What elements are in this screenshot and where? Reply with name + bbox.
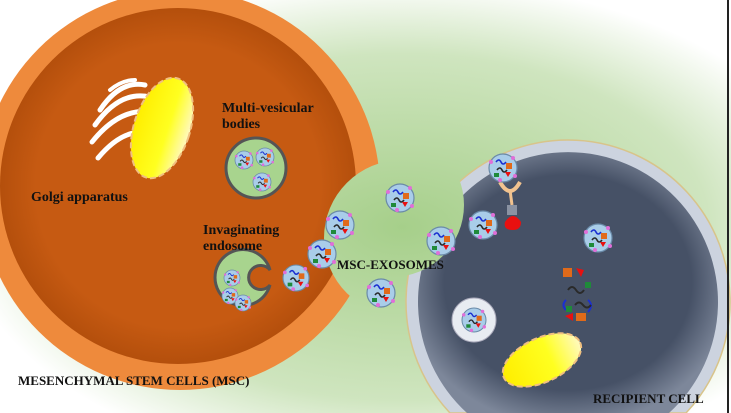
- exosome: [366, 278, 396, 308]
- exosome: [325, 210, 355, 240]
- exosome: [223, 269, 241, 287]
- exosome: [468, 210, 498, 240]
- exosome: [255, 147, 275, 167]
- label-golgi: Golgi apparatus: [31, 190, 128, 205]
- recipient-nucleus: [501, 332, 583, 388]
- msc-cell: [0, 0, 380, 390]
- frame-edge: [727, 0, 729, 413]
- msc-nucleus: [129, 76, 195, 180]
- label-mvb: Multi-vesicular bodies: [222, 101, 314, 132]
- exosome: [282, 264, 310, 292]
- label-msc-exosomes: MSC-EXOSOMES: [337, 257, 444, 272]
- label-invaginating-endosome: Invaginating endosome: [203, 223, 280, 254]
- exosomes: [221, 147, 613, 333]
- exosome: [307, 239, 337, 269]
- exosome: [583, 223, 613, 253]
- exosome: [488, 153, 518, 183]
- receptor: [498, 180, 522, 230]
- label-msc: MESENCHYMAL STEM CELLS (MSC): [18, 373, 250, 388]
- exosome: [234, 294, 252, 312]
- exosome: [221, 287, 239, 305]
- exosome: [461, 307, 487, 333]
- exosome: [385, 183, 415, 213]
- released-cargo: [562, 268, 592, 321]
- exosome: [234, 150, 254, 170]
- exosome: [252, 172, 272, 192]
- label-recipient-cell: RECIPIENT CELL: [593, 391, 704, 406]
- exosome: [426, 226, 456, 256]
